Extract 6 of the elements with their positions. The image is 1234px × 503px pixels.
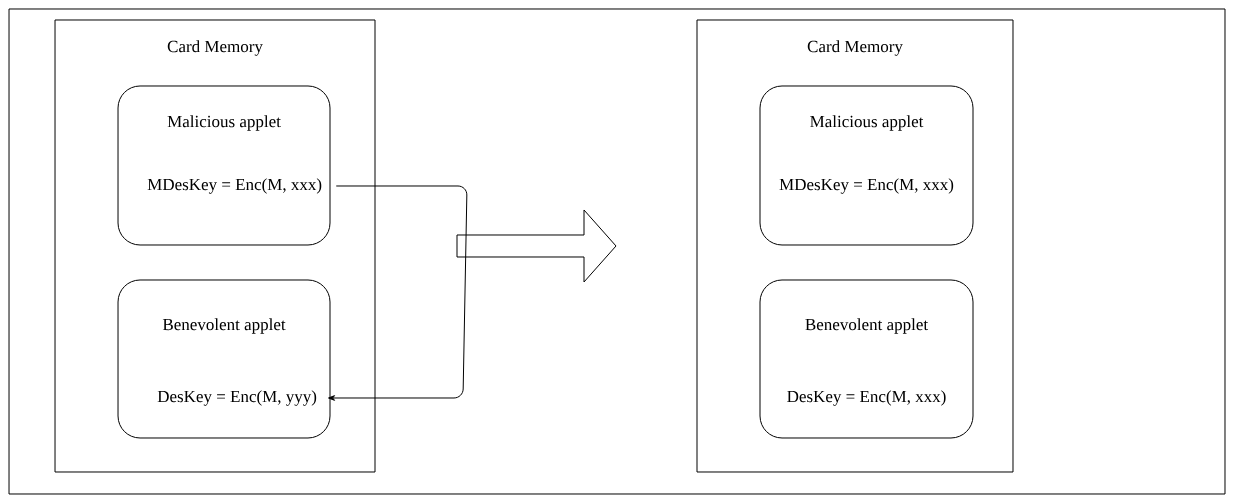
applet-box: Benevolent applet DesKey = Enc(M, xxx) <box>759 279 974 439</box>
equation-text: DesKey = Enc(M, yyy) <box>157 390 317 406</box>
arrow <box>328 185 468 401</box>
block-arrow <box>456 209 617 283</box>
equation-text: MDesKey = Enc(M, xxx) <box>147 178 322 194</box>
applet-box: Malicious applet MDesKey = Enc(M, xxx) <box>759 85 974 246</box>
